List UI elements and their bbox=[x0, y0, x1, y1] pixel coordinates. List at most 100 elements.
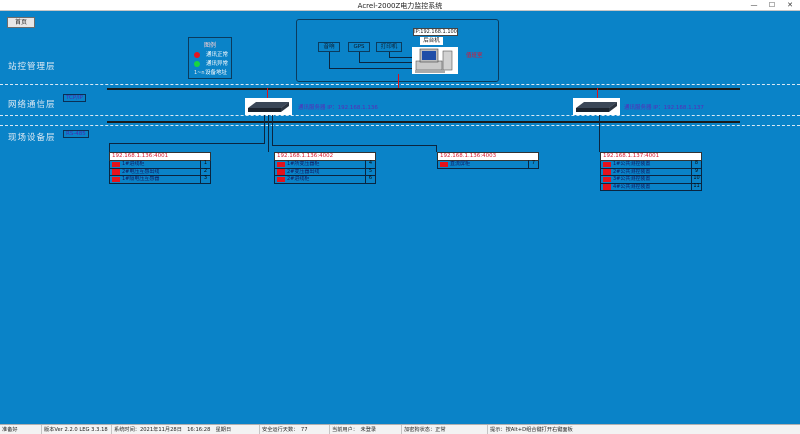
device-name: 1#进线柜 bbox=[122, 161, 145, 167]
device-address: 3 bbox=[200, 175, 210, 183]
legend-item-address: 1~n设备地址 bbox=[194, 69, 227, 77]
status-server: 加密狗状态：正常 bbox=[402, 425, 488, 434]
legend-item-normal: 通讯正常 bbox=[194, 51, 228, 59]
device-name: 2#进线柜 bbox=[287, 176, 310, 182]
device-status-icon bbox=[112, 161, 120, 167]
downlink-line bbox=[109, 143, 265, 144]
device-address: 7 bbox=[528, 160, 538, 168]
device-status-icon bbox=[440, 161, 448, 167]
device-address: 11 bbox=[691, 182, 701, 190]
device-row[interactable]: 2#变压器出线 5 bbox=[274, 167, 376, 176]
downlink-line bbox=[109, 143, 110, 152]
gps-device[interactable]: GPS bbox=[348, 42, 370, 52]
switch-uplink-line bbox=[597, 88, 598, 98]
device-status-icon bbox=[603, 161, 611, 167]
backend-label: 后台机 bbox=[420, 37, 443, 45]
device-status-icon bbox=[277, 161, 285, 167]
connector-line bbox=[359, 52, 360, 62]
status-ready: 准备好 bbox=[0, 425, 42, 434]
device-status-icon bbox=[112, 169, 120, 175]
downlink-line bbox=[599, 115, 600, 152]
legend-label: 通讯异常 bbox=[206, 61, 229, 67]
downlink-line bbox=[264, 115, 265, 143]
layer-separator bbox=[0, 84, 800, 85]
status-system-time: 系统时间：2021年11月28日 16:16:28 星期日 bbox=[112, 425, 260, 434]
device-name: 4#公共测控装置 bbox=[613, 183, 651, 190]
device-status-icon bbox=[603, 169, 611, 175]
server-room-box bbox=[296, 19, 499, 82]
legend-item-abnormal: 通讯异常 bbox=[194, 60, 228, 68]
address-ref: 1~n bbox=[194, 70, 205, 76]
device-address: 6 bbox=[365, 175, 375, 183]
close-button[interactable]: ✕ bbox=[787, 1, 793, 9]
connector-line bbox=[329, 68, 413, 69]
device-address: 1 bbox=[200, 160, 210, 168]
device-row[interactable]: 2#进线柜 6 bbox=[274, 175, 376, 184]
device-status-icon bbox=[603, 176, 611, 182]
device-name: 2#变压器出线 bbox=[287, 168, 320, 175]
backend-computer-icon[interactable] bbox=[412, 47, 458, 74]
device-row[interactable]: 1#隔电压互感器 3 bbox=[109, 175, 211, 184]
speaker-device[interactable]: 音响 bbox=[318, 42, 340, 52]
device-status-icon bbox=[112, 176, 120, 182]
status-safe-days: 安全运行天数： 77 bbox=[260, 425, 330, 434]
device-name: 2#公共测控装置 bbox=[613, 168, 651, 175]
backend-link-line bbox=[398, 74, 399, 88]
device-address: 9 bbox=[691, 167, 701, 175]
switch-2-label: 通讯服务器 IP：192.168.1.137 bbox=[624, 105, 704, 111]
legend-label: 通讯正常 bbox=[206, 52, 229, 58]
layer-label-network: 网络通信层 bbox=[8, 100, 56, 110]
panel-header: 192.168.1.136:4002 bbox=[274, 152, 376, 161]
red-status-dot-icon bbox=[194, 51, 200, 58]
switch-2-icon[interactable] bbox=[573, 98, 620, 115]
downlink-line bbox=[268, 115, 269, 152]
device-name: 1#公共测控装置 bbox=[613, 161, 651, 167]
device-row[interactable]: 4#公共测控装置 11 bbox=[600, 182, 702, 191]
printer-device[interactable]: 打印机 bbox=[376, 42, 402, 52]
device-panel-4: 192.168.1.137:4001 1#公共测控装置 8 2#公共测控装置 9 3… bbox=[600, 152, 702, 191]
backend-ip: IP:192.168.1.100 bbox=[413, 28, 458, 36]
window-title: Acrel-2000Z电力监控系统 bbox=[357, 2, 443, 10]
layer-label-station: 站控管理层 bbox=[8, 62, 56, 72]
device-address: 8 bbox=[691, 160, 701, 168]
device-status-icon bbox=[603, 184, 611, 190]
device-address: 2 bbox=[200, 167, 210, 175]
window-title-bar: Acrel-2000Z电力监控系统 — ☐ ✕ bbox=[0, 0, 800, 11]
switch-1-icon[interactable] bbox=[245, 98, 292, 115]
minimize-button[interactable]: — bbox=[750, 1, 758, 9]
legend-label: 设备地址 bbox=[205, 70, 228, 76]
device-row[interactable]: 2#电压互感出线 2 bbox=[109, 167, 211, 176]
device-row[interactable]: 1#进线柜 1 bbox=[109, 160, 211, 169]
status-version: 版本Ver 2.2.0 LEG 3.3.18 bbox=[42, 425, 112, 434]
status-current-user: 当前用户： 未登录 bbox=[330, 425, 402, 434]
device-status-icon bbox=[277, 169, 285, 175]
legend-panel: 图例 通讯正常 通讯异常 1~n设备地址 bbox=[188, 37, 232, 79]
field-protocol-tag: RS-485 bbox=[63, 130, 89, 138]
device-name: 1#隔电压互感器 bbox=[122, 176, 160, 182]
home-button[interactable]: 首页 bbox=[7, 17, 35, 28]
layer-label-field: 现场设备层 bbox=[8, 133, 56, 143]
layer-separator bbox=[0, 115, 800, 116]
device-address: 5 bbox=[365, 167, 375, 175]
device-row[interactable]: 2#公共测控装置 9 bbox=[600, 167, 702, 176]
switch-1-label: 通讯服务器 IP：192.168.1.136 bbox=[298, 105, 378, 111]
connector-line bbox=[389, 57, 413, 58]
status-hint: 提示：按Alt+D组合键打开右键面板 bbox=[490, 427, 573, 433]
legend-title: 图例 bbox=[203, 42, 216, 49]
connector-line bbox=[389, 52, 390, 57]
panel-header: 192.168.1.137:4001 bbox=[600, 152, 702, 161]
network-bus-line bbox=[107, 121, 740, 123]
maximize-button[interactable]: ☐ bbox=[768, 1, 776, 9]
device-name: 2#电压互感出线 bbox=[122, 168, 160, 175]
panel-header: 192.168.1.136:4003 bbox=[437, 152, 539, 161]
device-address: 10 bbox=[691, 175, 701, 183]
green-status-dot-icon bbox=[194, 60, 200, 67]
device-name: 1#所变压器柜 bbox=[287, 161, 320, 167]
device-row[interactable]: 1#公共测控装置 8 bbox=[600, 160, 702, 169]
